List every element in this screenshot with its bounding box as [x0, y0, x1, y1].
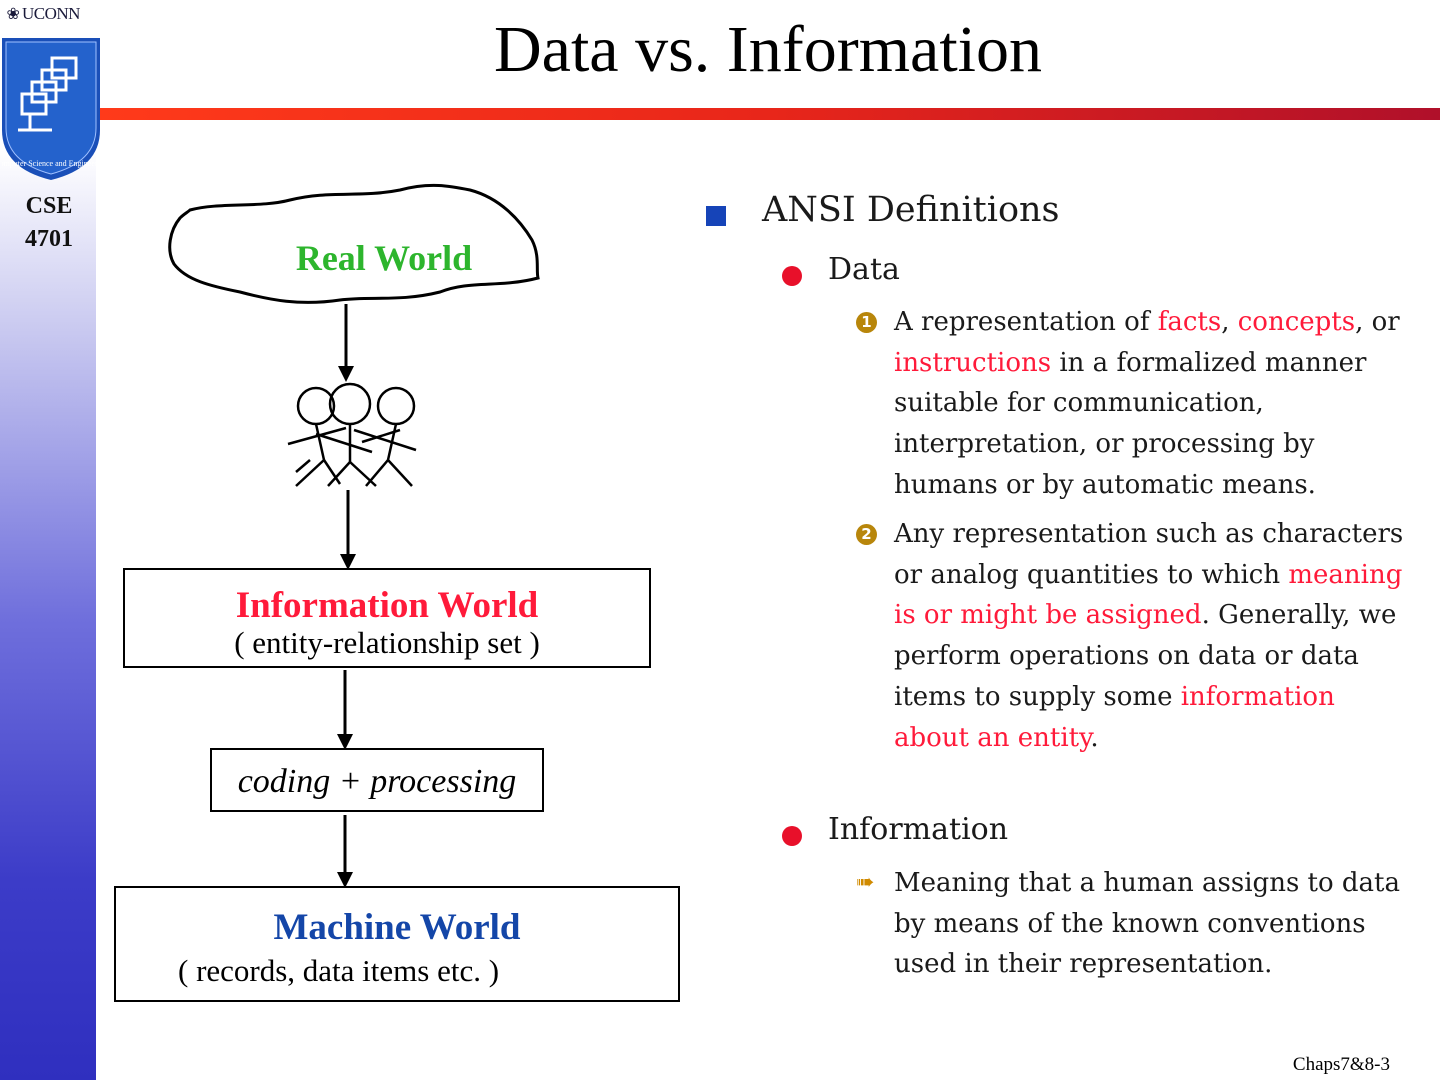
title-underline-bar [100, 108, 1440, 120]
dot-bullet-icon [782, 826, 802, 846]
machine-world-box: Machine World ( records, data items etc.… [114, 886, 680, 1002]
information-world-subtitle: ( entity-relationship set ) [234, 625, 540, 660]
data-definition-2-text: Any representation such as characters or… [894, 514, 1416, 758]
slide-title: Data vs. Information [493, 13, 1042, 86]
information-world-title: Information World [235, 585, 539, 626]
course-line-2: 4701 [25, 226, 73, 252]
course-code: CSE 4701 [0, 190, 98, 256]
oak-leaf-icon: ❀ [6, 6, 20, 23]
left-sidebar: ❀UCONN Computer Science and Engineering … [0, 0, 100, 1080]
def1-part: A representation of [894, 307, 1158, 337]
information-world-box: Information World ( entity-relationship … [123, 568, 651, 668]
data-definition-1: 1 A representation of facts, concepts, o… [856, 302, 1416, 506]
dot-bullet-icon [782, 266, 802, 286]
data-label: Data [828, 252, 900, 287]
uconn-brand: ❀UCONN [4, 4, 81, 24]
cse-logo: Computer Science and Engineering [2, 38, 100, 180]
machine-world-title: Machine World [273, 907, 521, 948]
def2-highlight-information: information about an entity [894, 681, 1335, 753]
course-line-1: CSE [25, 193, 73, 219]
real-world-cloud [168, 183, 540, 304]
coding-processing-label: coding + processing [237, 763, 517, 800]
number-two-icon: 2 [856, 524, 877, 545]
def1-part: , or [1355, 307, 1400, 337]
number-one-icon: 1 [856, 312, 877, 333]
logo-caption: Computer Science and Engineering [2, 159, 100, 168]
square-bullet-icon [706, 206, 726, 226]
arrow-bullet-icon: ➠ [856, 870, 875, 895]
def2-part: . Generally, we perform operations on da… [894, 600, 1397, 712]
def2-part: Any representation such as characters or… [894, 519, 1404, 590]
data-definition-1-text: A representation of facts, concepts, or … [894, 302, 1416, 506]
slide-number: Chaps7&8-3 [1292, 1054, 1390, 1075]
diagram-graphics: Real World [168, 183, 540, 888]
real-world-label: Real World [296, 238, 472, 278]
information-label: Information [828, 812, 1009, 847]
machine-world-subtitle: ( records, data items etc. ) [178, 953, 500, 988]
information-definition-text: Meaning that a human assigns to data by … [894, 868, 1401, 980]
information-definition: ➠ Meaning that a human assigns to data b… [856, 863, 1416, 985]
coding-processing-box: coding + processing [210, 748, 544, 812]
def2-part: . [1090, 722, 1099, 753]
world-diagram: Real World [100, 160, 700, 1020]
def1-part: in a formalized manner suitable for comm… [894, 347, 1367, 500]
data-definition-2: 2 Any representation such as characters … [856, 514, 1416, 758]
def1-highlight-instructions: instructions [894, 347, 1052, 378]
uconn-label: UCONN [22, 4, 80, 23]
def2-highlight-meaning: meaning is or might be assigned [894, 559, 1403, 631]
def1-part: , [1221, 307, 1238, 337]
def1-highlight-concepts: concepts [1237, 307, 1356, 337]
def1-highlight-facts: facts [1157, 307, 1222, 337]
ansi-heading-text: ANSI Definitions [762, 190, 1060, 230]
people-icon [287, 382, 417, 487]
